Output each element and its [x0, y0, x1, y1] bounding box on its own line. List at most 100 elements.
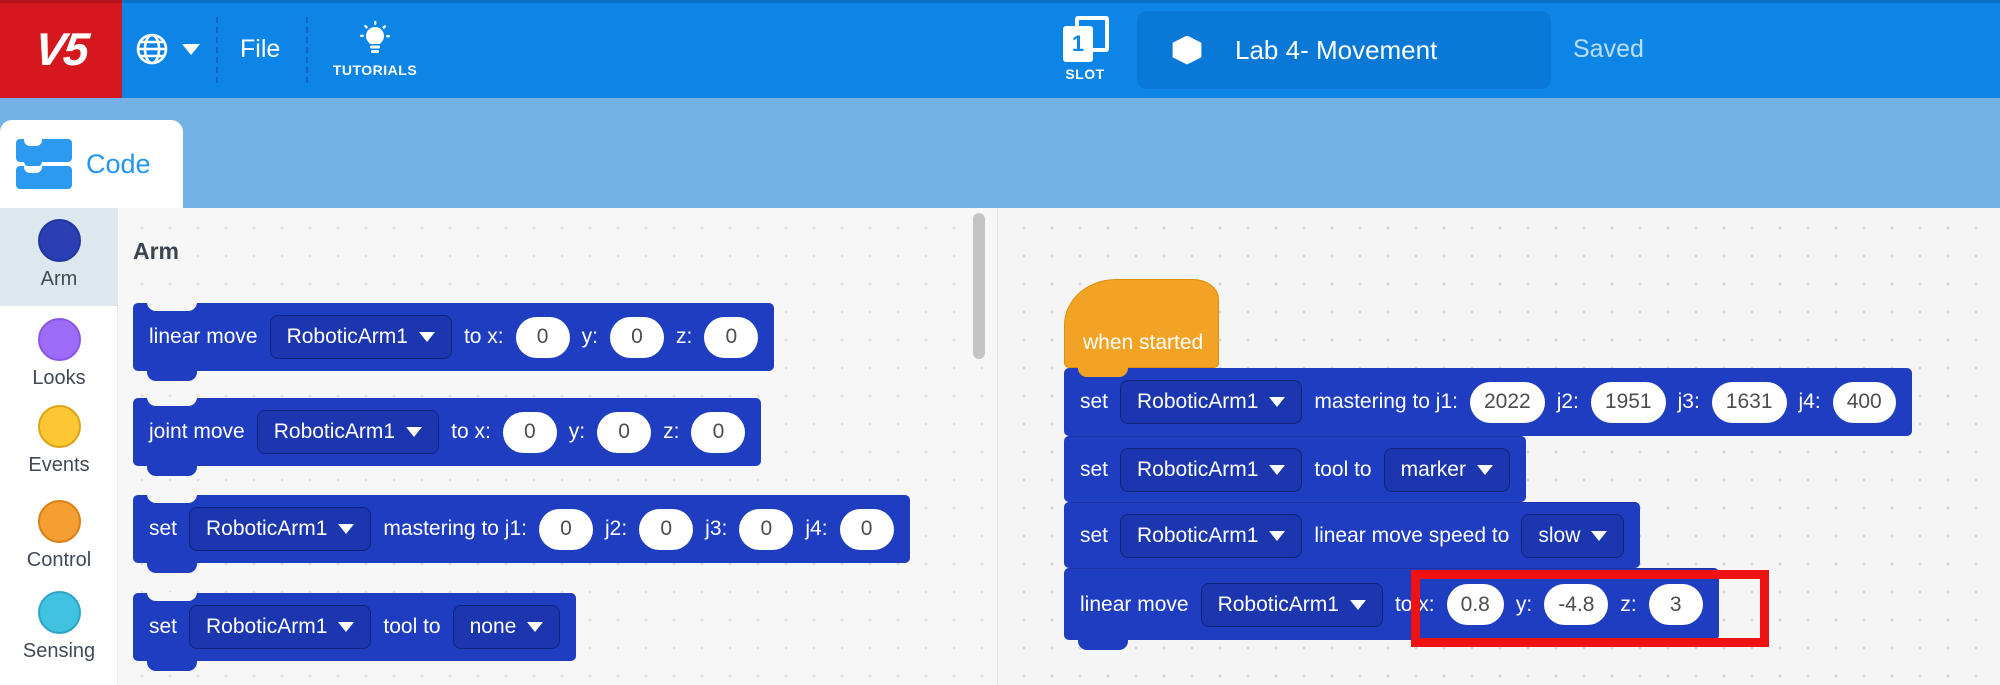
block-label: y: — [1515, 592, 1533, 616]
value-input[interactable]: 0 — [609, 316, 664, 358]
block-label: set — [1080, 457, 1109, 481]
category-sidebar: Arm Looks Events Control Sensing — [0, 208, 118, 685]
block-notch — [147, 592, 197, 601]
highlight-rectangle — [1411, 570, 1769, 647]
block-label: tool to — [383, 615, 441, 638]
sidebar-item-label: Arm — [40, 268, 78, 290]
when-started-hat-block[interactable]: when started — [1064, 279, 1219, 368]
tutorials-button[interactable]: TUTORIALS — [322, 0, 428, 98]
hexagon-icon — [1172, 35, 1202, 65]
slot-selector[interactable]: 1 SLOT — [1052, 0, 1118, 98]
dropdown-value: RoboticArm1 — [206, 517, 328, 540]
dropdown-roboticarm1[interactable]: RoboticArm1 — [1120, 380, 1303, 424]
block-label: mastering to j1: — [1314, 390, 1458, 413]
window-edge — [0, 0, 2000, 3]
sensing-category-icon — [37, 591, 81, 634]
file-menu[interactable]: File — [240, 34, 281, 63]
tab-bar: Code — [0, 98, 2000, 208]
dropdown-roboticarm1[interactable]: RoboticArm1 — [189, 605, 372, 649]
sidebar-item-label: Sensing — [22, 640, 96, 662]
toolbar-divider — [216, 17, 218, 83]
value-input[interactable]: 0 — [739, 508, 794, 550]
block-tab — [147, 660, 197, 671]
arm-category-icon — [37, 219, 81, 262]
value-input[interactable]: 0 — [704, 316, 759, 358]
block-label: linear move speed to — [1314, 523, 1510, 547]
project-name-button[interactable]: Lab 4- Movement — [1137, 11, 1551, 89]
chevron-down-icon — [1349, 599, 1366, 610]
block-label: z: — [675, 325, 693, 348]
block-tab — [147, 465, 197, 476]
value-input[interactable]: 0 — [691, 411, 746, 453]
dropdown-value: RoboticArm1 — [1137, 457, 1259, 481]
value-input[interactable]: 0 — [839, 508, 894, 550]
slot-label: SLOT — [1065, 66, 1105, 82]
block-notch — [147, 302, 197, 311]
chevron-down-icon — [338, 622, 355, 632]
dropdown-roboticarm1[interactable]: RoboticArm1 — [1120, 513, 1303, 558]
dropdown-marker[interactable]: marker — [1383, 447, 1510, 492]
palette-category-header: Arm — [133, 238, 180, 264]
sidebar-item-control[interactable]: Control — [0, 500, 118, 572]
sidebar-item-arm[interactable]: Arm — [0, 219, 118, 291]
hat-label: when started — [1083, 331, 1204, 354]
dropdown-roboticarm1[interactable]: RoboticArm1 — [1200, 582, 1383, 627]
chevron-down-icon — [527, 622, 544, 632]
chevron-down-icon — [1591, 530, 1608, 541]
value-input[interactable]: 400 — [1832, 381, 1896, 423]
slot-number: 1 — [1063, 26, 1093, 62]
value-input[interactable]: 1631 — [1711, 381, 1787, 423]
block-tab — [147, 562, 197, 573]
value-input[interactable]: 0 — [597, 411, 652, 453]
dropdown-value: RoboticArm1 — [1137, 390, 1259, 413]
dropdown-value: RoboticArm1 — [286, 325, 408, 348]
v5-logo-text: V5 — [32, 23, 90, 75]
looks-category-icon — [37, 318, 81, 361]
chevron-down-icon — [1476, 464, 1493, 475]
dropdown-value: RoboticArm1 — [206, 615, 328, 638]
palette-scrollbar[interactable] — [973, 213, 985, 359]
value-input[interactable]: 0 — [502, 411, 557, 453]
value-input[interactable]: 1951 — [1590, 381, 1666, 423]
dropdown-slow[interactable]: slow — [1521, 513, 1625, 558]
value-input[interactable]: 3 — [1648, 584, 1703, 625]
dropdown-none[interactable]: none — [452, 605, 561, 649]
language-menu[interactable] — [134, 0, 200, 98]
dropdown-roboticarm1[interactable]: RoboticArm1 — [189, 507, 372, 551]
chevron-down-icon — [1269, 530, 1286, 541]
v5-logo: V5 — [0, 0, 122, 98]
block-label: j3: — [705, 517, 728, 540]
block-label: z: — [1620, 592, 1637, 616]
sidebar-item-events[interactable]: Events — [0, 405, 118, 477]
value-input[interactable]: 0 — [515, 316, 570, 358]
tab-code[interactable]: Code — [0, 120, 183, 208]
sidebar-item-sensing[interactable]: Sensing — [0, 591, 118, 663]
dropdown-roboticarm1[interactable]: RoboticArm1 — [256, 410, 440, 454]
value-input[interactable]: 0 — [639, 508, 694, 550]
top-menu-bar: V5 File — [0, 0, 2000, 98]
lightbulb-icon — [360, 20, 390, 53]
block-label: z: — [663, 420, 680, 443]
block-label: set — [149, 517, 178, 540]
value-input[interactable]: 2022 — [1469, 381, 1545, 423]
block-label: j4: — [805, 517, 828, 540]
dropdown-roboticarm1[interactable]: RoboticArm1 — [1120, 447, 1303, 492]
block-label: linear move — [149, 325, 258, 348]
block-label: to x: — [463, 325, 504, 348]
value-input[interactable]: 0 — [538, 508, 593, 550]
dropdown-roboticarm1[interactable]: RoboticArm1 — [269, 315, 452, 359]
dropdown-value: RoboticArm1 — [273, 420, 396, 443]
value-input[interactable]: -4.8 — [1544, 584, 1609, 625]
value-input[interactable]: 0.8 — [1446, 584, 1504, 625]
sidebar-item-looks[interactable]: Looks — [0, 318, 118, 390]
